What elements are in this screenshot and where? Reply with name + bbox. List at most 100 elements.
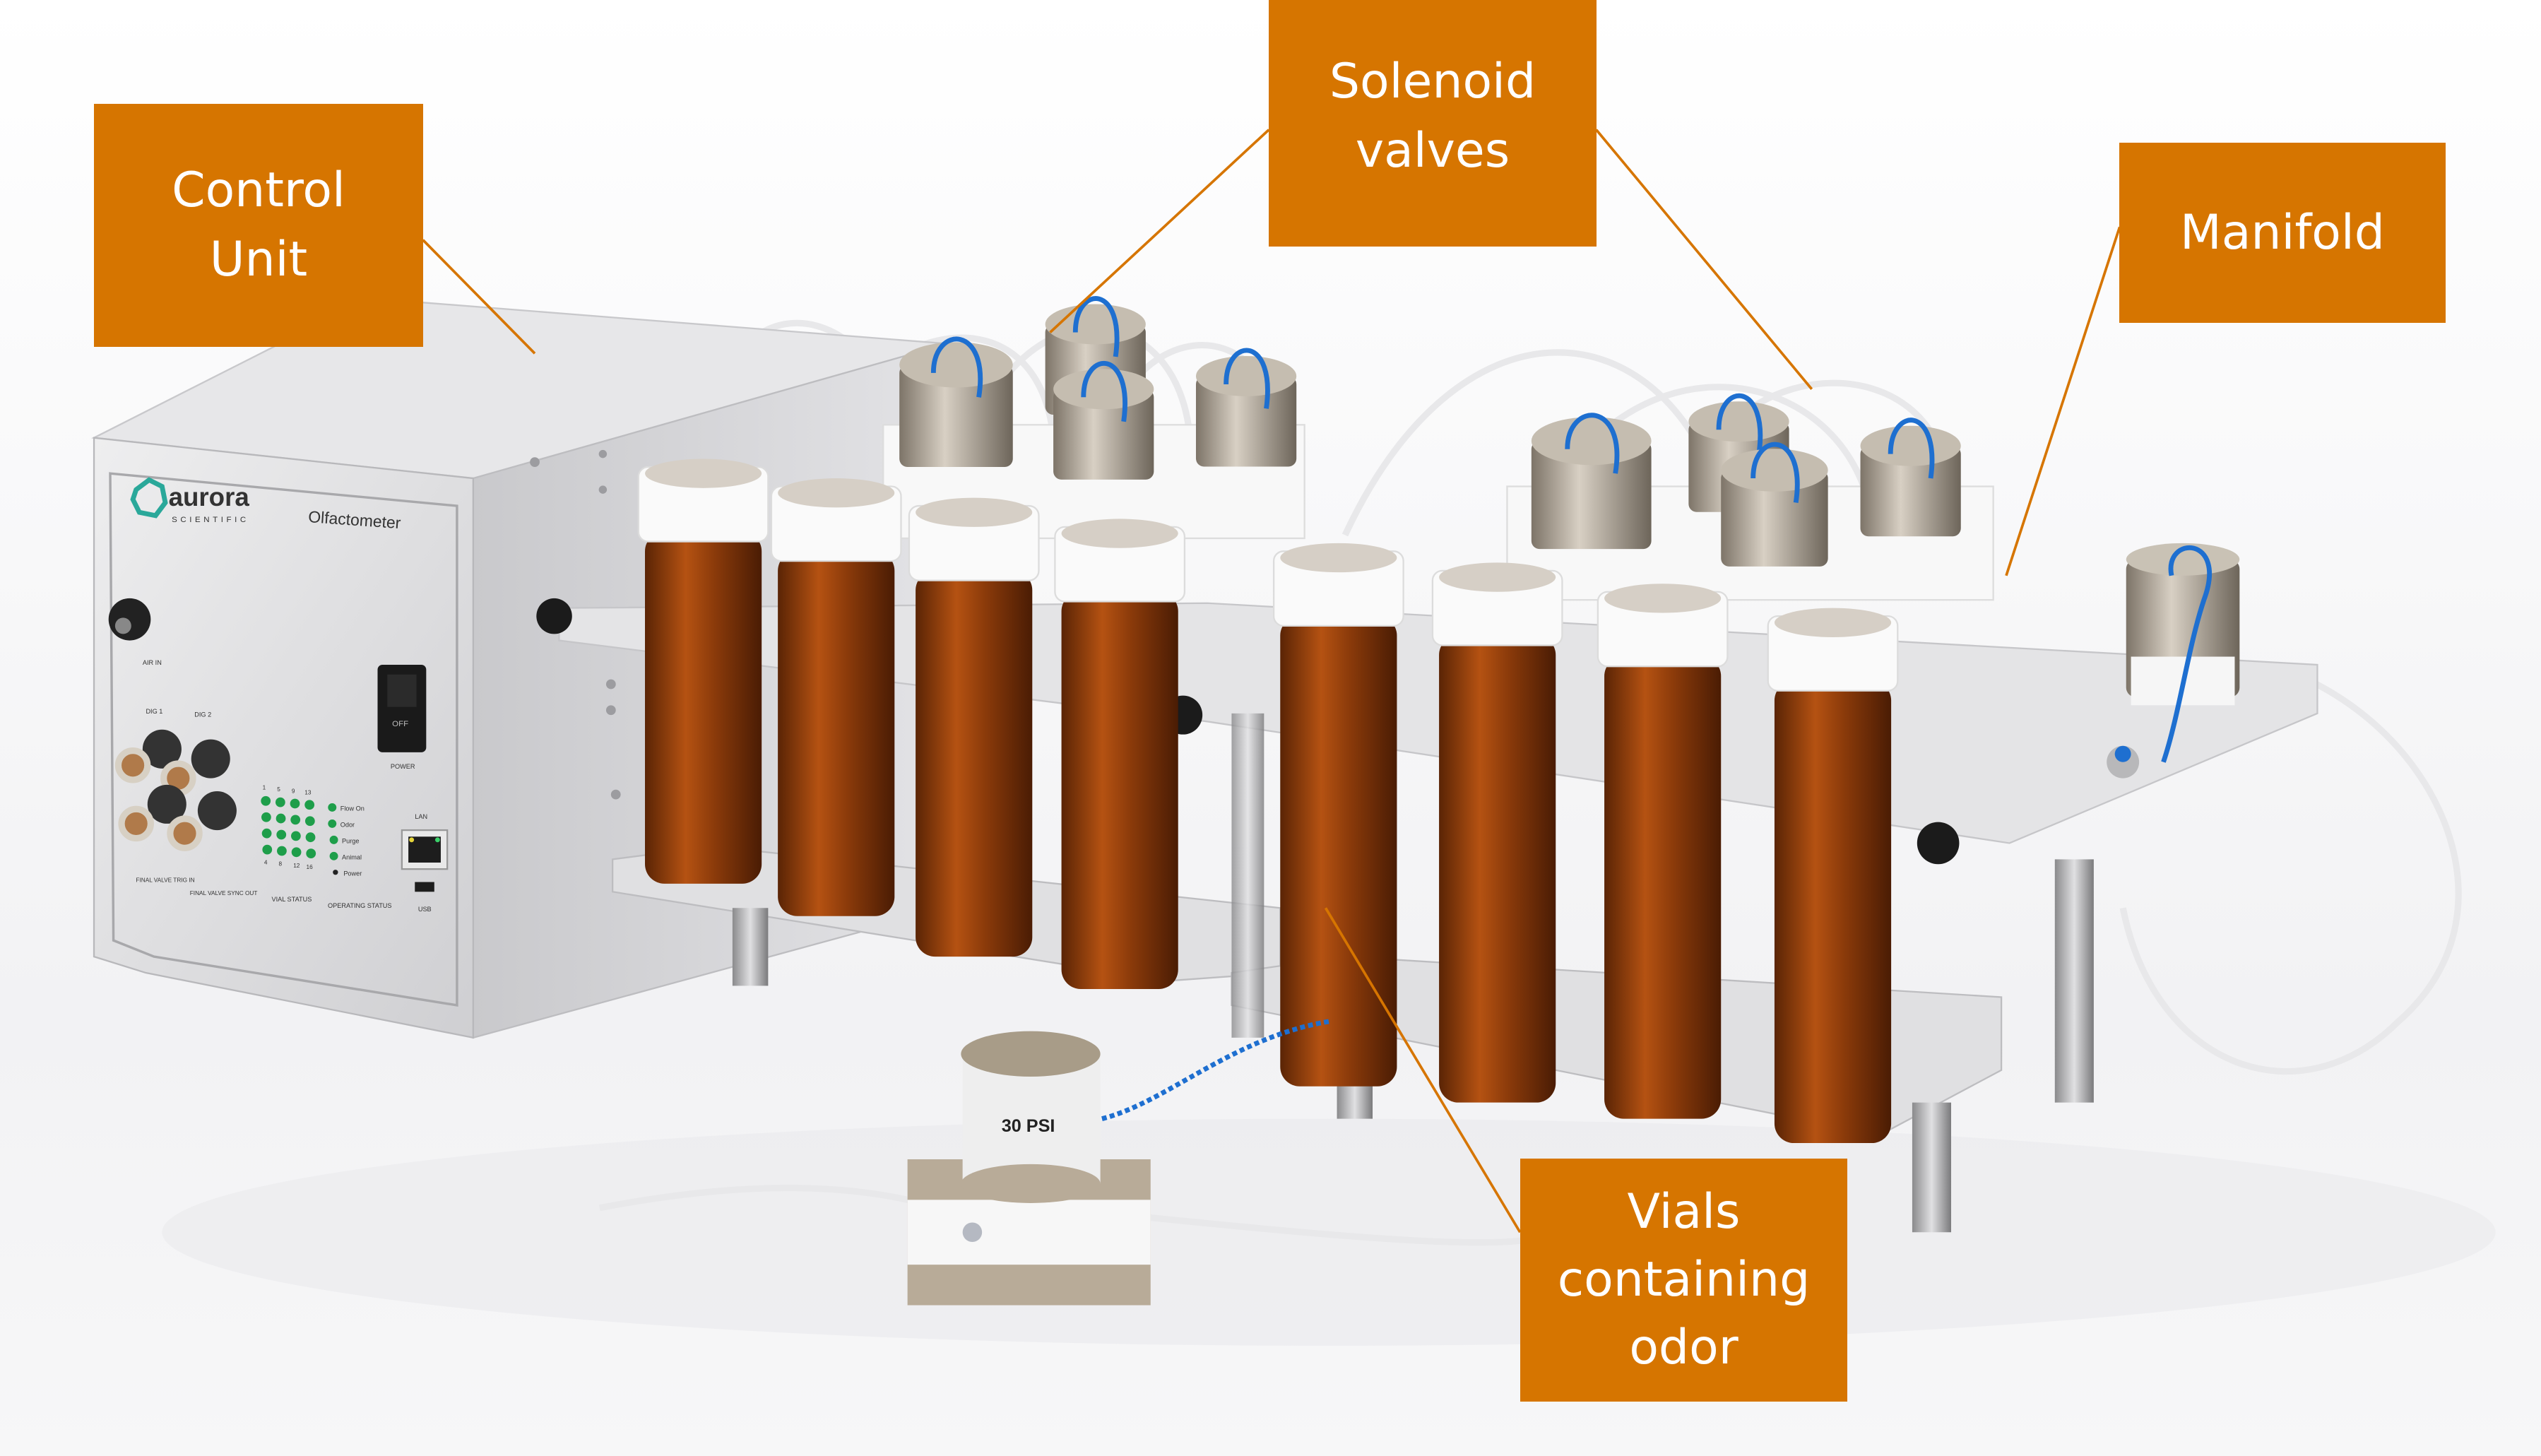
vial-status-led: [275, 797, 285, 807]
power-switch-on-half: [387, 674, 417, 707]
bnc-sync-out[interactable]: [197, 791, 237, 831]
status-purge: Purge: [342, 837, 359, 844]
valve-wire: [1888, 418, 1935, 479]
valve-wire: [2161, 545, 2212, 763]
vial-status-led: [305, 832, 316, 843]
screw-icon: [598, 485, 608, 494]
vial-number-12: 12: [293, 863, 300, 869]
leader-solenoid-left: [1049, 129, 1270, 333]
solenoid-valve-body: [1195, 376, 1297, 467]
rack-leg: [2054, 859, 2094, 1103]
valve-wire: [1716, 393, 1763, 455]
vial-status-label: VIAL STATUS: [272, 896, 312, 903]
valve-wire: [1072, 296, 1120, 357]
odor-vial: [1774, 680, 1892, 1144]
air-in-connector[interactable]: [108, 598, 151, 641]
air-in-fitting-icon: [114, 617, 131, 634]
solenoid-valve-block-right: [1506, 393, 1994, 601]
vial-number-9: 9: [292, 788, 295, 794]
vial-septum: [1774, 608, 1892, 637]
odor-vial: [1604, 656, 1722, 1119]
screw-icon: [530, 457, 540, 467]
solenoid-valve-cap: [899, 342, 1013, 388]
vial-status-led: [306, 848, 316, 859]
vial-status-led: [261, 795, 271, 806]
usb-label: USB: [418, 906, 432, 913]
vial-number-13: 13: [304, 790, 312, 796]
led-purge: [329, 835, 338, 844]
callout-manifold: Manifold: [2119, 143, 2446, 323]
vial-number-16: 16: [307, 864, 314, 870]
status-power: Power: [343, 870, 362, 877]
vial-septum: [1280, 543, 1397, 573]
callout-line: Vials: [1627, 1184, 1741, 1240]
solenoid-valve-cap: [1195, 356, 1297, 396]
solenoid-valve-body: [899, 365, 1013, 467]
solenoid-valve-body: [1721, 470, 1828, 567]
bnc-trig-in[interactable]: [147, 784, 186, 824]
vial-status-led: [261, 828, 272, 839]
valve-coil-cap: [961, 1031, 1101, 1077]
logo-mark-icon: [130, 477, 168, 519]
rack-leg: [1912, 1102, 1951, 1233]
solenoid-valve-body: [1053, 389, 1154, 480]
vial-status-led: [277, 846, 287, 856]
rack-knob-icon: [1917, 822, 1960, 865]
operating-status: Flow On Odor Purge Animal Power OPERATIN…: [328, 803, 392, 909]
vial-septum: [1061, 519, 1178, 548]
callout-line: Solenoid: [1329, 53, 1536, 110]
front-panel-bezel: [109, 472, 458, 1007]
vial-status-led: [262, 844, 273, 855]
bnc-connectors: [114, 729, 237, 851]
usb-port[interactable]: [415, 882, 434, 892]
callout-line: Unit: [209, 232, 308, 288]
callout-vials-containing-odor: Vials containing odor: [1520, 1159, 1847, 1402]
odor-vial: [1280, 616, 1397, 1087]
dig1-label: DIG 1: [146, 708, 162, 715]
callout-line: Manifold: [2180, 204, 2385, 261]
final-valve-trig-in-label: FINAL VALVE TRIG IN: [136, 877, 194, 884]
status-animal: Animal: [342, 853, 362, 860]
valve-base-ptfe: [907, 1200, 1151, 1265]
valve-wire: [1081, 360, 1127, 422]
odor-vial: [778, 551, 895, 916]
bnc-dig1[interactable]: [142, 729, 182, 769]
port-icon: [962, 1222, 983, 1243]
operating-status-label: OPERATING STATUS: [328, 902, 392, 909]
leader-vials: [1324, 907, 1522, 1233]
vial-number-5: 5: [277, 786, 280, 793]
bnc-dig1-tip-icon: [114, 747, 151, 783]
vial-status-led: [290, 815, 301, 825]
solenoid-valve-body: [1531, 441, 1652, 550]
power-label: POWER: [391, 763, 415, 770]
air-in-label: AIR IN: [143, 659, 162, 666]
callout-line: valves: [1355, 122, 1510, 179]
bnc-trig-in-tip-icon: [118, 805, 154, 842]
vial-status-led: [304, 816, 315, 827]
fitting-icon: [2114, 745, 2131, 762]
callout-line: odor: [1629, 1320, 1739, 1375]
vial-status-led: [304, 800, 315, 810]
aurora-logo: aurora SCIENTIFIC Olfactometer: [130, 477, 402, 532]
vial-septum: [1439, 562, 1556, 592]
lan-link-led: [434, 837, 440, 843]
odor-vial: [645, 531, 762, 884]
led-power: [333, 870, 338, 875]
bnc-sync-out-tip-icon: [167, 815, 203, 851]
screw-icon: [610, 789, 621, 800]
led-animal: [329, 851, 338, 860]
side-screws: [530, 449, 621, 800]
vial-septum: [916, 497, 1033, 527]
valve-wire: [1224, 348, 1270, 409]
front-solenoid-valve: 30 PSI: [907, 1019, 1329, 1306]
valve-coil-bottom: [961, 1164, 1101, 1203]
vial-rack: [536, 458, 2318, 1233]
rack-knob-icon: [536, 598, 572, 634]
leader-solenoid-right: [1595, 129, 1813, 390]
bnc-dig2[interactable]: [191, 739, 230, 779]
leader-manifold: [2005, 226, 2121, 576]
vial-status-led: [291, 847, 302, 858]
vial-number-4: 4: [264, 859, 268, 865]
solenoid-valve-block-left: [882, 296, 1305, 540]
vial-septum: [1604, 584, 1722, 613]
